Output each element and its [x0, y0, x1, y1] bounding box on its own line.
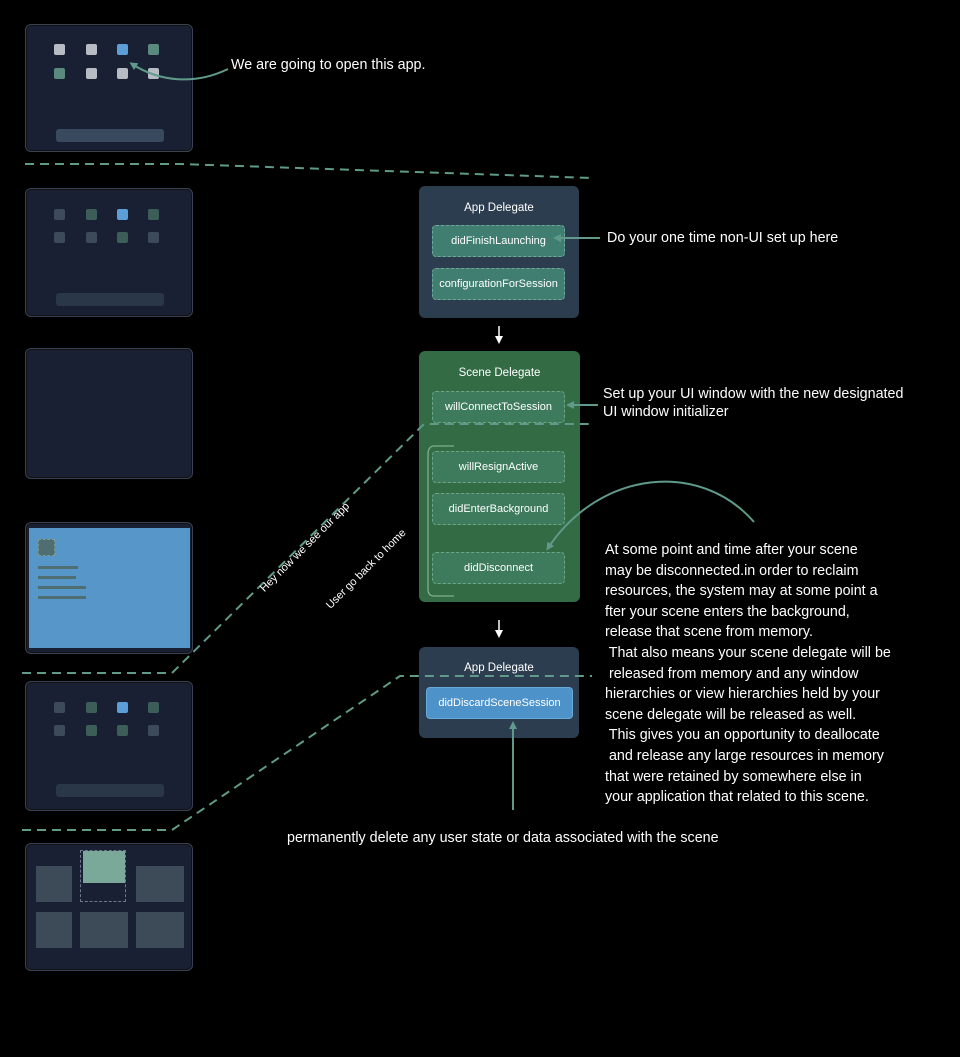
method-configuration-for-session: configurationForSession	[432, 268, 565, 300]
method-did-discard-scene-session: didDiscardSceneSession	[426, 687, 573, 719]
app-icon	[148, 44, 159, 55]
switcher-card	[136, 912, 184, 948]
text-line	[38, 596, 86, 599]
switcher-card	[36, 866, 72, 902]
app-icon	[86, 44, 97, 55]
method-will-connect-to-session: willConnectToSession	[432, 391, 565, 423]
target-app-icon	[117, 44, 128, 55]
method-did-finish-launching: didFinishLaunching	[432, 225, 565, 257]
app-delegate-panel-2: App Delegate didDiscardSceneSession	[419, 647, 579, 738]
app-icon	[148, 725, 159, 736]
app-icon	[86, 725, 97, 736]
method-did-disconnect: didDisconnect	[432, 552, 565, 584]
timeline-divider	[25, 163, 593, 179]
app-icon	[117, 232, 128, 243]
timeline-divider	[22, 423, 592, 674]
scene-delegate-panel: Scene Delegate willConnectToSession will…	[419, 351, 580, 602]
timeline-divider	[22, 675, 592, 831]
device-blank-screen	[25, 348, 193, 479]
note-disconnect: At some point and time after your scene …	[605, 540, 891, 808]
device-app-visible	[25, 522, 193, 654]
app-icon	[54, 232, 65, 243]
app-image-placeholder	[38, 539, 55, 556]
app-delegate-title: App Delegate	[464, 202, 534, 214]
note-disconnect-line: released from memory and any window	[605, 665, 859, 682]
switcher-card-thumb	[83, 851, 125, 883]
dock	[56, 129, 164, 142]
app-icon	[86, 209, 97, 220]
app-icon	[54, 68, 65, 79]
method-did-enter-background: didEnterBackground	[432, 493, 565, 525]
device-app-switcher	[25, 843, 193, 971]
app-icon	[117, 725, 128, 736]
app-icon	[54, 702, 65, 713]
target-app-icon	[117, 209, 128, 220]
note-disconnect-line: This gives you an opportunity to dealloc…	[605, 727, 880, 744]
note-disconnect-line: and release any large resources in memor…	[605, 747, 884, 764]
note-disconnect-line: resources, the system may at some point …	[605, 583, 878, 600]
dock	[56, 784, 164, 797]
target-app-icon	[117, 702, 128, 713]
app-icon	[54, 725, 65, 736]
note-disconnect-line: hierarchies or view hierarchies held by …	[605, 686, 880, 703]
text-line	[38, 586, 86, 589]
app-icon	[86, 702, 97, 713]
note-disconnect-line: that were retained by somewhere else in	[605, 768, 862, 785]
switcher-card	[136, 866, 184, 902]
text-line	[38, 566, 78, 569]
app-icon	[148, 209, 159, 220]
note-disconnect-line: your application that related to this sc…	[605, 789, 869, 806]
app-icon	[86, 68, 97, 79]
switcher-card	[80, 912, 128, 948]
app-icon	[148, 232, 159, 243]
app-icon	[54, 44, 65, 55]
note-one-time-setup: Do your one time non-UI set up here	[607, 230, 839, 246]
switcher-card	[36, 912, 72, 948]
app-icon	[117, 68, 128, 79]
device-launching	[25, 188, 193, 317]
note-disconnect-line: At some point and time after your scene	[605, 542, 858, 558]
device-home-screen-1	[25, 24, 193, 152]
arrow-to-did-disconnect	[546, 480, 755, 551]
note-disconnect-line: That also means your scene delegate will…	[605, 644, 891, 661]
text-line	[38, 576, 76, 579]
device-home-screen-2	[25, 681, 193, 811]
note-disconnect-line: scene delegate will be released as well.	[605, 706, 857, 723]
method-will-resign-active: willResignActive	[432, 451, 565, 483]
app-icon	[86, 232, 97, 243]
lifecycle-bracket	[427, 445, 454, 597]
app-icon	[148, 702, 159, 713]
note-disconnect-line: fter your scene enters the background,	[605, 603, 850, 620]
note-disconnect-line: may be disconnected.in order to reclaim	[605, 562, 859, 579]
dock	[56, 293, 164, 306]
arrow-to-app-icon	[129, 62, 229, 81]
app-delegate-title: App Delegate	[464, 662, 534, 674]
scene-delegate-title: Scene Delegate	[458, 367, 541, 379]
app-icon	[54, 209, 65, 220]
note-disconnect-line: release that scene from memory.	[605, 624, 813, 641]
note-permanent-delete: permanently delete any user state or dat…	[287, 830, 719, 846]
note-ui-window-line-1: Set up your UI window with the new desig…	[603, 386, 904, 402]
app-delegate-panel-1: App Delegate didFinishLaunching configur…	[419, 186, 579, 318]
switcher-card-removed	[80, 850, 126, 902]
note-open-app: We are going to open this app.	[231, 57, 426, 73]
app-window	[29, 528, 190, 648]
note-ui-window-line-2: UI window initializer	[603, 404, 729, 420]
